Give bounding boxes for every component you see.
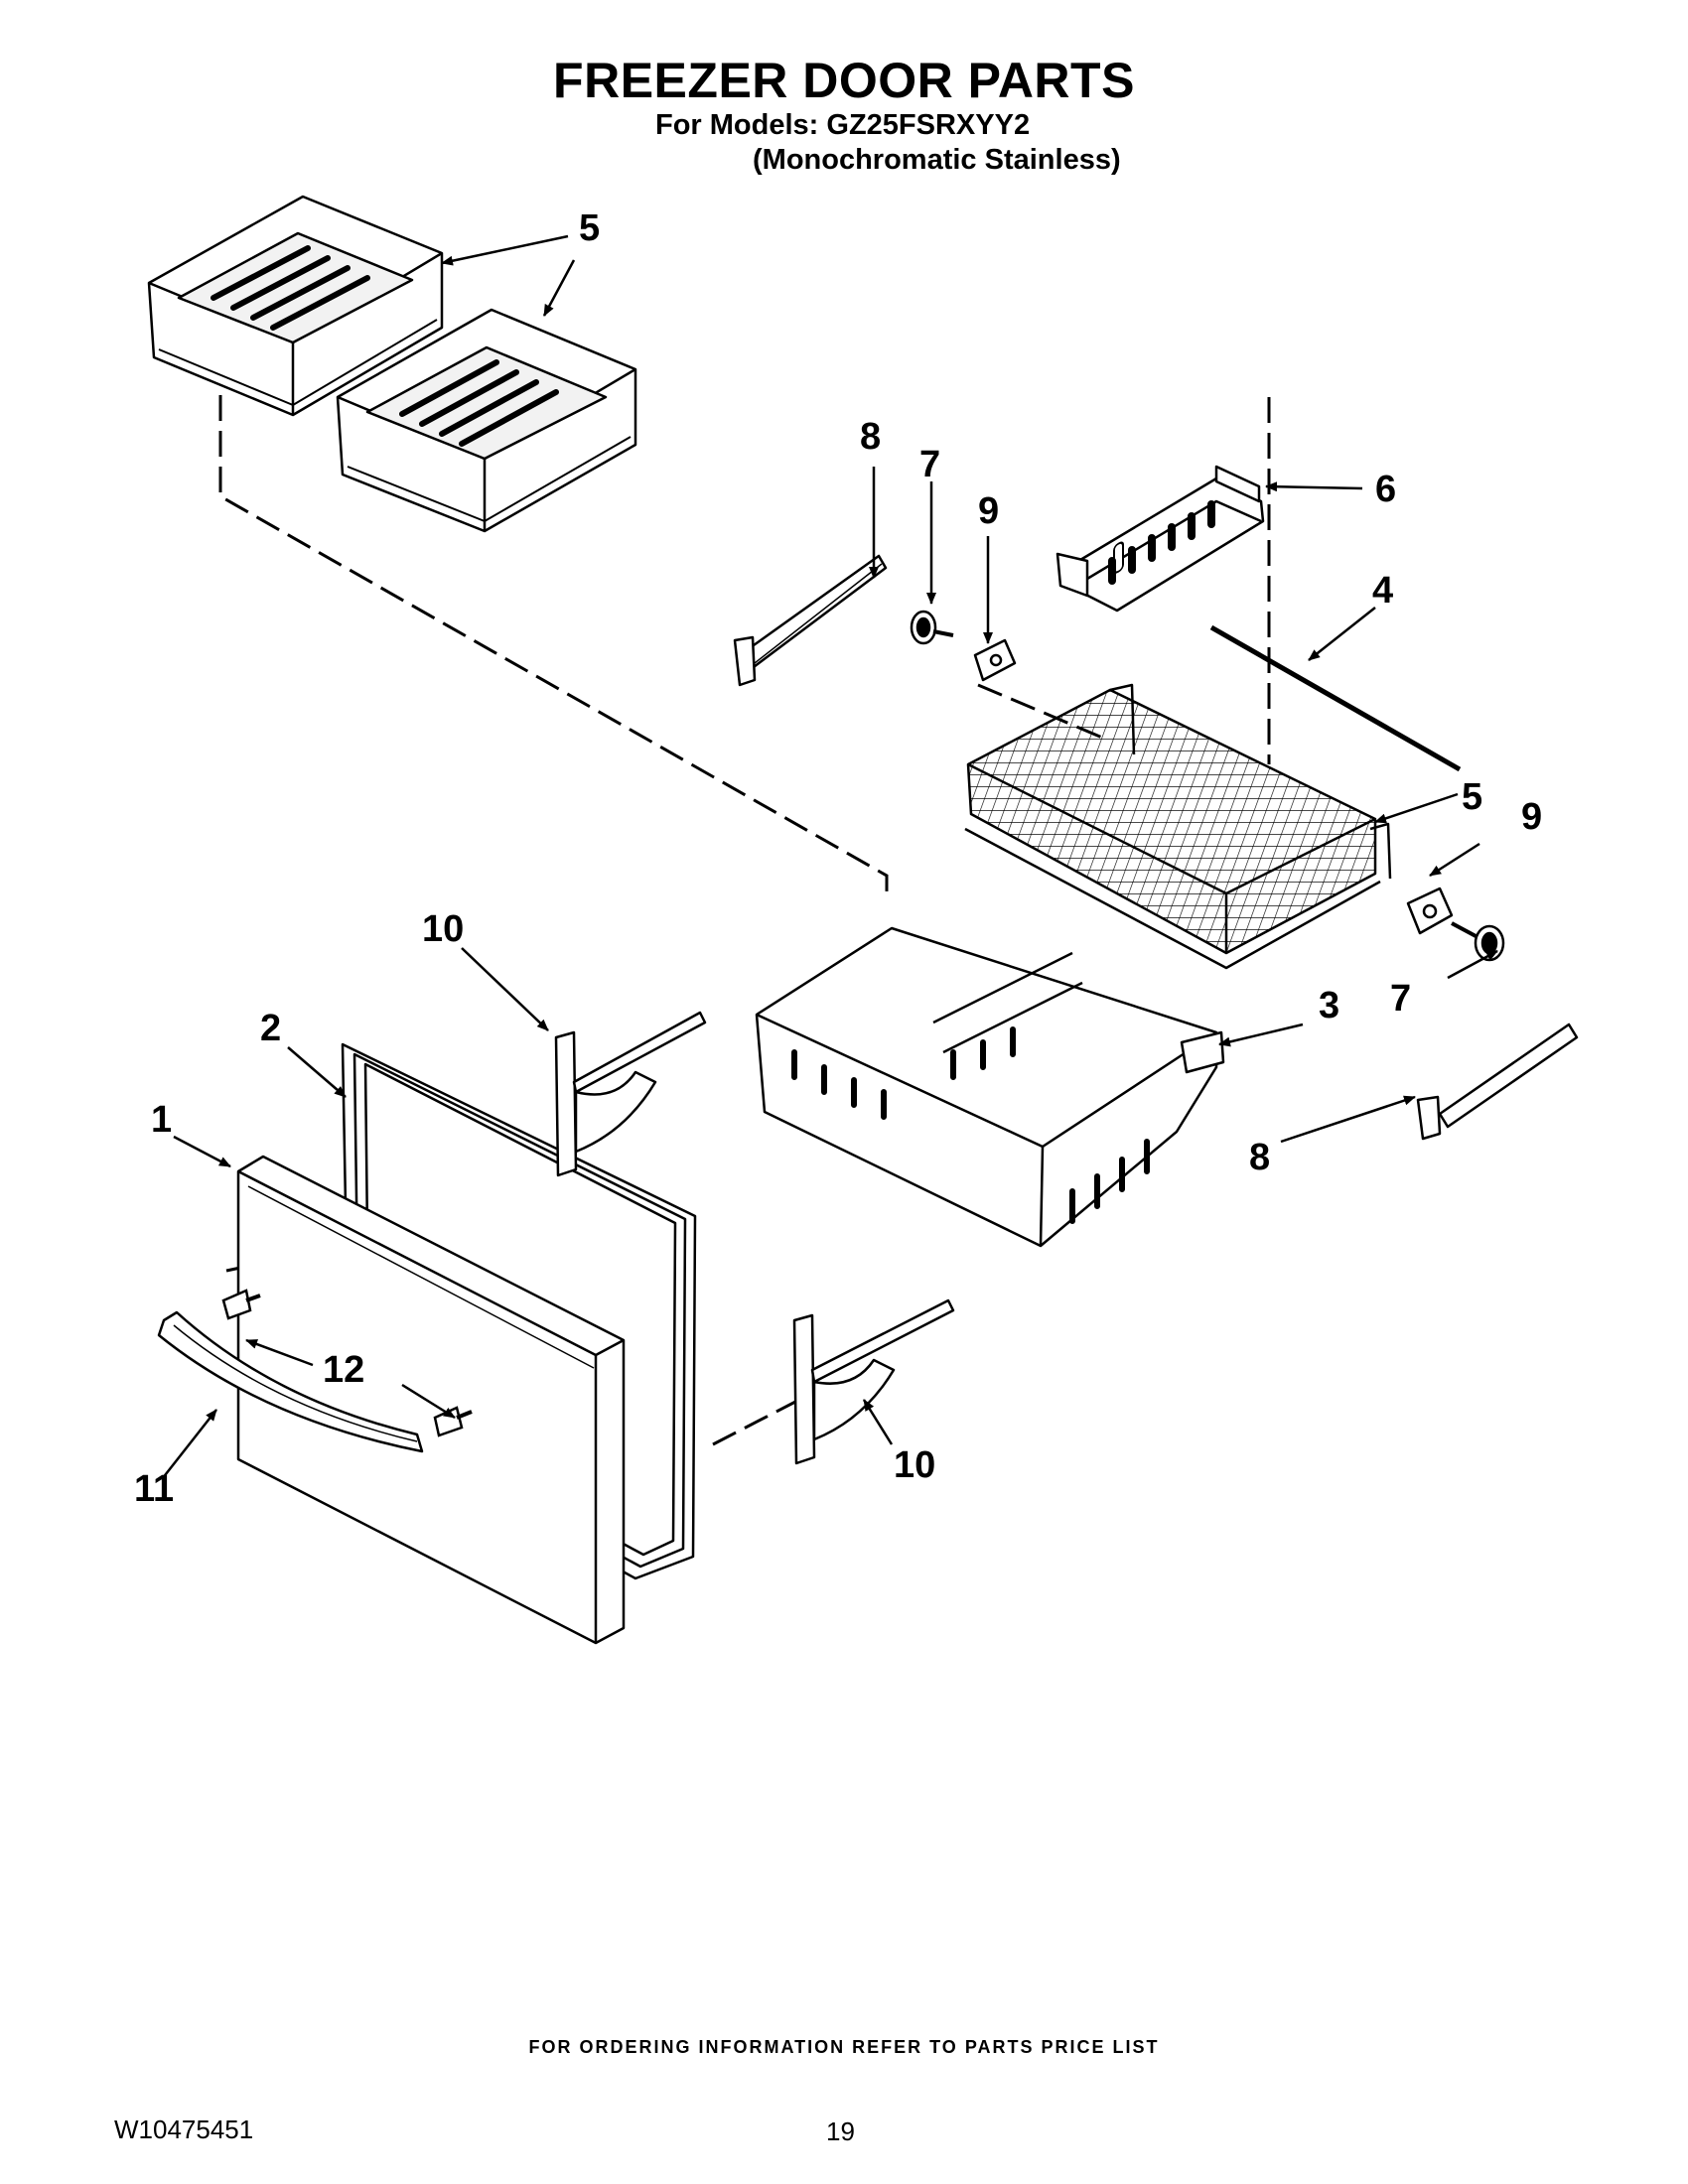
door-handle: [157, 1310, 424, 1453]
page-number: 19: [826, 2116, 855, 2146]
upper-slide-rail: [733, 554, 888, 687]
callout-7-lower: 7: [1390, 978, 1411, 1020]
leader-arrows: [161, 234, 1498, 1480]
callout-10-lower: 10: [894, 1444, 935, 1486]
callout-9-upper: 9: [978, 490, 999, 532]
callout-5-upper: 5: [579, 207, 600, 249]
upper-wheel: [910, 610, 954, 645]
upper-clip: [973, 638, 1017, 682]
callout-9-lower: 9: [1521, 796, 1542, 838]
callout-10-upper: 10: [422, 908, 464, 950]
callout-2: 2: [260, 1008, 281, 1049]
upper-basket-left: [147, 195, 444, 417]
callout-numbers: 5 8 7 9 6 4 5 9 3 7 8 10 2 1 12 11 10: [134, 207, 1542, 1510]
upper-basket-right: [336, 308, 637, 533]
door-bracket-lower: [792, 1298, 955, 1465]
basket-rod: [1209, 624, 1462, 772]
ordering-note: FOR ORDERING INFORMATION REFER TO PARTS …: [528, 2037, 1160, 2057]
lower-clip: [1406, 887, 1454, 935]
page-title: FREEZER DOOR PARTS: [553, 53, 1135, 108]
door-bracket-upper: [554, 1011, 707, 1177]
basket-divider: [1055, 465, 1265, 613]
callout-11: 11: [134, 1468, 174, 1510]
lower-slide-rail: [1416, 1023, 1579, 1141]
callout-12: 12: [323, 1349, 364, 1391]
document-number: W10475451: [114, 2115, 254, 2144]
model-variant: (Monochromatic Stainless): [753, 144, 1121, 176]
callout-4: 4: [1372, 570, 1393, 612]
callout-3: 3: [1319, 985, 1339, 1026]
callout-8-lower: 8: [1249, 1137, 1270, 1178]
callout-7-upper: 7: [919, 444, 940, 485]
callout-1: 1: [151, 1099, 172, 1141]
door-panel: [236, 1155, 626, 1645]
callout-8-upper: 8: [860, 416, 881, 458]
wire-basket: [964, 683, 1392, 970]
freezer-bin: [755, 926, 1225, 1248]
callout-6: 6: [1375, 469, 1396, 510]
model-number: For Models: GZ25FSRXYY2: [655, 109, 1031, 141]
callout-5-wire-basket: 5: [1462, 776, 1482, 818]
lower-wheel: [1451, 921, 1505, 962]
